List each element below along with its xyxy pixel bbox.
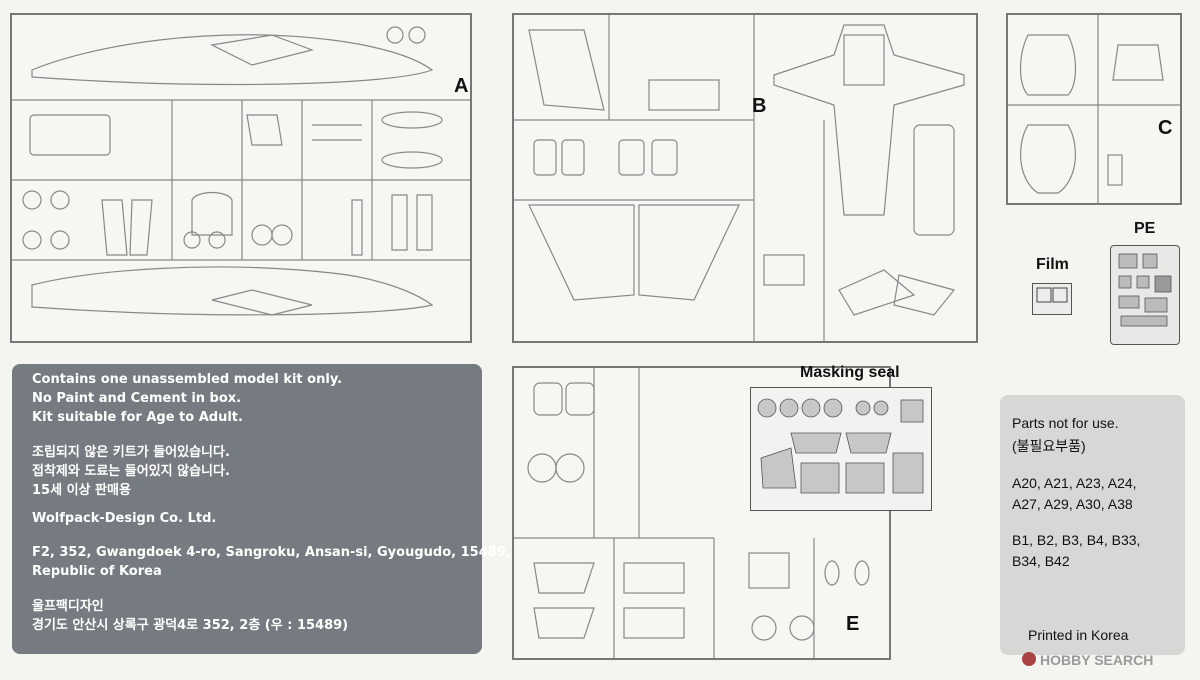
sprue-b-drawing: [514, 15, 965, 341]
info-korean-2: 접착제와 도료는 들어있지 않습니다.: [32, 464, 230, 479]
company-name: Wolfpack-Design Co. Ltd.: [32, 511, 217, 526]
parts-row-3: B1, B2, B3, B4, B33,: [1012, 532, 1141, 548]
parts-title: Parts not for use.: [1012, 415, 1119, 431]
pe-fret: [1110, 245, 1180, 345]
sprue-a-drawing: [12, 26, 470, 316]
info-korean-1: 조립되지 않은 키트가 들어있습니다.: [32, 445, 230, 460]
sprue-b: B: [512, 13, 978, 343]
info-korean-3: 15세 이상 판매용: [32, 483, 131, 498]
sprue-letter-a: A: [454, 75, 469, 97]
film-sheet: [1032, 283, 1072, 315]
company-address-2: Republic of Korea: [32, 564, 162, 579]
hobby-search-logo-icon: [1022, 652, 1036, 666]
masking-sheet-drawing: [757, 398, 924, 494]
sprue-letter-e: E: [846, 613, 860, 635]
sprue-a: A: [10, 13, 472, 343]
watermark: HOBBY SEARCH: [1040, 652, 1154, 668]
sprue-letter-b: B: [752, 95, 767, 117]
sprue-letter-c: C: [1158, 117, 1173, 139]
company-address-1: F2, 352, Gwangdoek 4-ro, Sangroku, Ansan…: [32, 545, 511, 560]
parts-row-1: A20, A21, A23, A24,: [1012, 475, 1137, 491]
sprue-c-drawing: [1008, 15, 1180, 203]
parts-row-2: A27, A29, A30, A38: [1012, 496, 1133, 512]
info-line-2: No Paint and Cement in box.: [32, 391, 242, 406]
pe-fret-drawing: [1118, 253, 1172, 327]
film-sheet-drawing: [1036, 287, 1068, 303]
pe-heading: PE: [1134, 220, 1156, 237]
sprue-c: C: [1006, 13, 1182, 205]
film-heading: Film: [1036, 256, 1069, 273]
info-line-1: Contains one unassembled model kit only.: [32, 372, 343, 387]
parts-not-for-use-panel: Parts not for use. (불필요부품) A20, A21, A23…: [1000, 395, 1185, 655]
parts-row-4: B34, B42: [1012, 553, 1070, 569]
info-line-3: Kit suitable for Age to Adult.: [32, 410, 243, 425]
parts-title-korean: (불필요부품): [1012, 438, 1086, 454]
kit-info-panel: Contains one unassembled model kit only.…: [12, 364, 511, 654]
masking-sheet: [750, 387, 932, 511]
printed-in-korea: Printed in Korea: [1028, 627, 1129, 643]
sprue-e-drawing: [514, 368, 870, 658]
masking-heading: Masking seal: [800, 364, 900, 381]
company-address-korean: 경기도 안산시 상록구 광덕4로 352, 2층 (우 : 15489): [32, 618, 349, 633]
company-name-korean: 울프팩디자인: [32, 599, 104, 614]
